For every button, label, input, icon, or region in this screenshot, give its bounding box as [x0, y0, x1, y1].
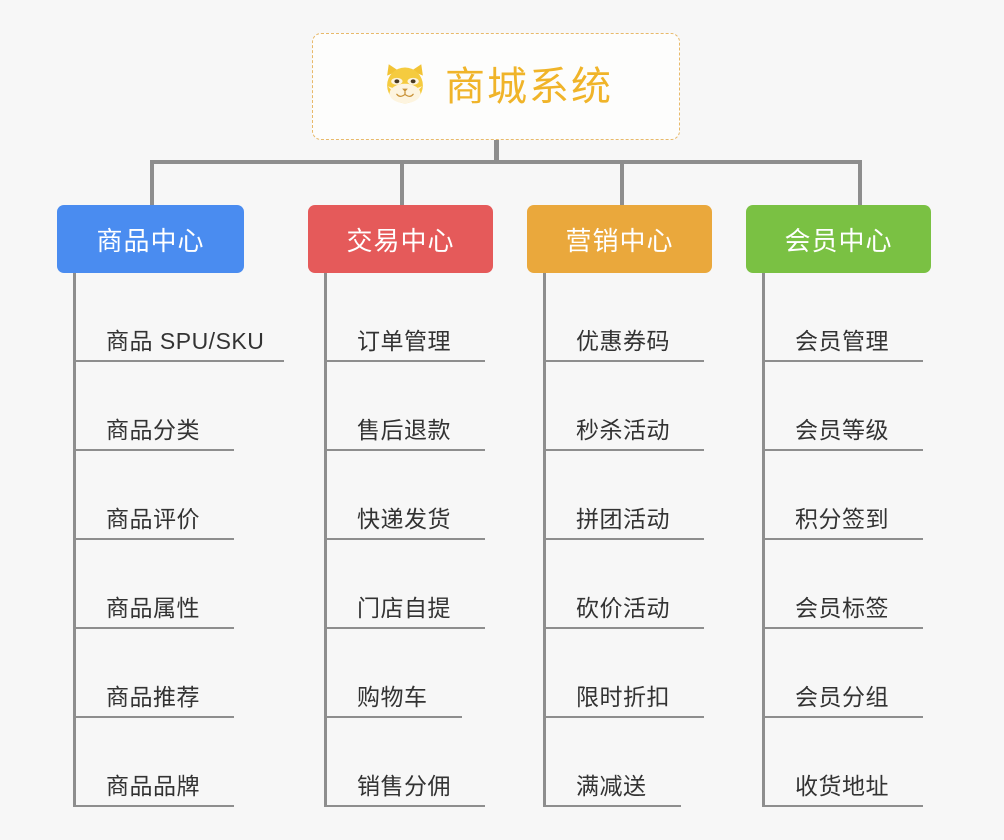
- connector-drop-branch-1: [150, 160, 154, 207]
- leaf-item-label: 会员分组: [795, 684, 889, 711]
- leaf-item[interactable]: 销售分佣: [327, 718, 485, 807]
- leaf-item-label: 秒杀活动: [576, 417, 670, 444]
- connector-drop-branch-3: [620, 160, 624, 207]
- leaf-item-label: 快递发货: [357, 506, 451, 533]
- leaf-item-label: 优惠券码: [576, 328, 670, 355]
- leaf-item-label: 砍价活动: [576, 595, 670, 622]
- leaf-item[interactable]: 订单管理: [327, 273, 485, 362]
- leaf-item-label: 购物车: [357, 684, 428, 711]
- leaf-item[interactable]: 优惠券码: [546, 273, 704, 362]
- leaf-item[interactable]: 拼团活动: [546, 451, 704, 540]
- branch-header-label: 交易中心: [346, 225, 455, 256]
- leaf-item-label: 收货地址: [795, 773, 889, 800]
- leaf-item-label: 售后退款: [357, 417, 451, 444]
- leaf-item[interactable]: 快递发货: [327, 451, 485, 540]
- leaf-item-label: 订单管理: [357, 328, 451, 355]
- root-node[interactable]: 商城系统: [312, 33, 680, 140]
- leaf-item-label: 满减送: [576, 773, 647, 800]
- leaf-item[interactable]: 限时折扣: [546, 629, 704, 718]
- branch-header-会员中心[interactable]: 会员中心: [746, 205, 931, 273]
- leaf-item-label: 商品评价: [106, 506, 200, 533]
- leaf-item[interactable]: 售后退款: [327, 362, 485, 451]
- leaf-item[interactable]: 购物车: [327, 629, 462, 718]
- branch-header-label: 营销中心: [565, 225, 674, 256]
- connector-root-drop: [494, 140, 499, 162]
- branch-header-商品中心[interactable]: 商品中心: [57, 205, 244, 273]
- branch-header-label: 会员中心: [784, 225, 893, 256]
- leaf-item[interactable]: 会员管理: [765, 273, 923, 362]
- leaf-item[interactable]: 满减送: [546, 718, 681, 807]
- leaf-item[interactable]: 商品评价: [76, 451, 234, 540]
- leaf-item-label: 商品分类: [106, 417, 200, 444]
- leaf-item[interactable]: 秒杀活动: [546, 362, 704, 451]
- leaf-item-label: 限时折扣: [576, 684, 670, 711]
- leaf-item[interactable]: 会员分组: [765, 629, 923, 718]
- leaf-item[interactable]: 积分签到: [765, 451, 923, 540]
- leaf-item[interactable]: 商品属性: [76, 540, 234, 629]
- branch-trunk-line: [543, 273, 546, 807]
- leaf-item-label: 拼团活动: [576, 506, 670, 533]
- branch-header-营销中心[interactable]: 营销中心: [527, 205, 712, 273]
- branch-header-交易中心[interactable]: 交易中心: [308, 205, 493, 273]
- branch-trunk-line: [73, 273, 76, 807]
- branch-trunk-line: [324, 273, 327, 807]
- leaf-item-label: 会员等级: [795, 417, 889, 444]
- leaf-item[interactable]: 商品 SPU/SKU: [76, 273, 284, 362]
- leaf-item[interactable]: 门店自提: [327, 540, 485, 629]
- dog-face-icon: [379, 61, 431, 113]
- leaf-item-label: 门店自提: [357, 595, 451, 622]
- connector-drop-branch-2: [400, 160, 404, 207]
- leaf-item-label: 积分签到: [795, 506, 889, 533]
- leaf-item[interactable]: 商品品牌: [76, 718, 234, 807]
- leaf-item-label: 商品品牌: [106, 773, 200, 800]
- leaf-item-label: 商品 SPU/SKU: [106, 328, 265, 355]
- leaf-item[interactable]: 会员标签: [765, 540, 923, 629]
- leaf-item[interactable]: 会员等级: [765, 362, 923, 451]
- leaf-item-label: 商品推荐: [106, 684, 200, 711]
- leaf-item[interactable]: 砍价活动: [546, 540, 704, 629]
- leaf-item-label: 会员标签: [795, 595, 889, 622]
- leaf-item[interactable]: 收货地址: [765, 718, 923, 807]
- branch-trunk-line: [762, 273, 765, 807]
- leaf-item[interactable]: 商品分类: [76, 362, 234, 451]
- leaf-item[interactable]: 商品推荐: [76, 629, 234, 718]
- leaf-item-label: 销售分佣: [357, 773, 451, 800]
- leaf-item-label: 会员管理: [795, 328, 889, 355]
- root-title: 商城系统: [445, 64, 613, 109]
- branch-header-label: 商品中心: [96, 225, 205, 256]
- connector-drop-branch-4: [858, 160, 862, 207]
- connector-horizontal-bus: [150, 160, 862, 164]
- leaf-item-label: 商品属性: [106, 595, 200, 622]
